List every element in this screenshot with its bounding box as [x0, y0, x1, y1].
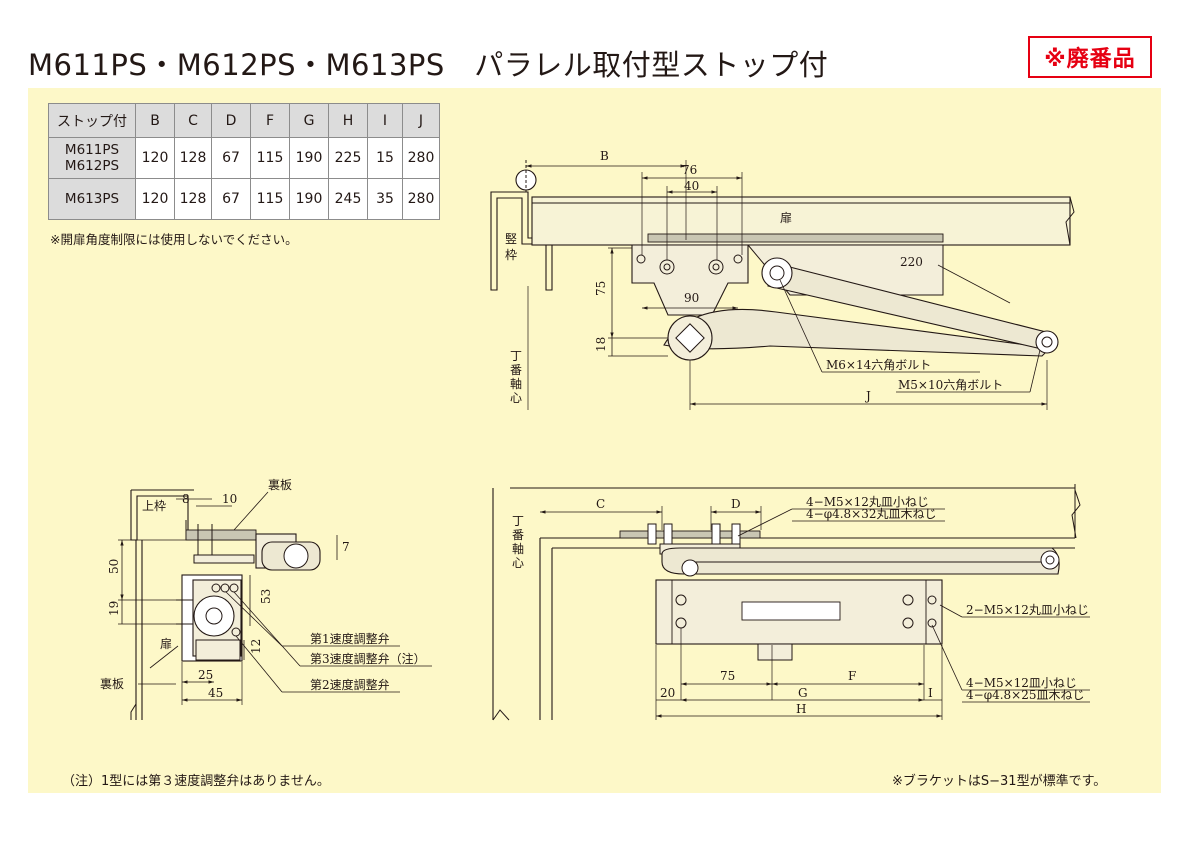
- dim-220-label: 220: [900, 255, 923, 269]
- back-plate-hatch: [185, 529, 257, 541]
- table-cell: 115: [250, 137, 290, 179]
- table-row: M613PS 120 128 67 115 190 245 35 280: [48, 178, 440, 220]
- side-view: [118, 489, 432, 720]
- table-cell: 225: [328, 137, 368, 179]
- dim-76-label: 76: [682, 163, 697, 177]
- screw1-label: 4−M5×12丸皿小ねじ: [806, 495, 929, 509]
- back-plate-top-label: 裏板: [268, 477, 292, 492]
- hinge-axis-front-2: 番: [512, 528, 524, 542]
- table-cell: 115: [250, 178, 290, 220]
- dim-75-front-label: 75: [720, 669, 735, 683]
- dim-90-label: 90: [684, 291, 699, 305]
- dim-8-label: 8: [182, 492, 190, 506]
- hinge-axis-4: 心: [510, 391, 522, 405]
- dim-7-label: 7: [342, 540, 350, 554]
- model-name: M612PS: [64, 158, 120, 174]
- page-title: M611PS・M612PS・M613PS パラレル取付型ストップ付: [28, 48, 829, 82]
- table-header-model: ストップ付: [48, 103, 136, 138]
- dim-h-label: H: [796, 702, 806, 716]
- hinge-axis-front-4: 心: [512, 556, 524, 570]
- table-cell-model: M613PS: [48, 178, 136, 220]
- dim-d-label: D: [731, 497, 741, 511]
- valve2-label: 第2速度調整弁: [310, 677, 390, 692]
- frame-label-2: 枠: [505, 248, 517, 262]
- open-angle-note: ※開扉角度制限には使用しないでください。: [50, 232, 298, 247]
- table-cell: 128: [174, 178, 212, 220]
- front-view: [492, 484, 1090, 721]
- valve3-label: 第3速度調整弁（注）: [310, 651, 426, 666]
- table-header-row: ストップ付 B C D F G H I J: [48, 103, 440, 138]
- table-header-j: J: [402, 103, 440, 138]
- valve1-label: 第1速度調整弁: [310, 631, 390, 646]
- bolt-m6-label: M6×14六角ボルト: [826, 358, 931, 372]
- screw3-label: 2−M5×12丸皿小ねじ: [966, 603, 1089, 617]
- dim-12-label: 12: [249, 639, 263, 654]
- back-plate-label: 裏板: [100, 676, 124, 691]
- table-cell: 120: [135, 178, 175, 220]
- dim-g-label: G: [798, 686, 808, 700]
- table-header-d: D: [211, 103, 251, 138]
- dim-b-label: B: [600, 149, 609, 163]
- top-view-labels: B 76 40 扉 220 竪 枠 75 90 18 丁 番 軸 心 M6×14…: [505, 149, 1003, 405]
- table-cell: 245: [328, 178, 368, 220]
- footnote: （注）1型には第３速度調整弁はありません。: [62, 774, 330, 789]
- dim-53-label: 53: [259, 589, 273, 604]
- model-name: M611PS: [64, 142, 120, 158]
- screw2-label: 4−φ4.8×32丸皿木ねじ: [806, 507, 937, 521]
- dim-19-label: 19: [107, 601, 121, 616]
- door-label: 扉: [780, 211, 792, 225]
- model-name: M613PS: [64, 191, 120, 207]
- table-cell: 280: [402, 178, 440, 220]
- table-cell: 190: [289, 178, 329, 220]
- hinge-axis-2: 番: [510, 363, 522, 377]
- dim-f-label: F: [848, 669, 856, 683]
- hinge-axis-front-1: 丁: [512, 514, 524, 528]
- table-cell: 67: [211, 137, 251, 179]
- dimension-table: ストップ付 B C D F G H I J M611PS M612PS 120 …: [48, 103, 440, 220]
- dim-45-label: 45: [208, 686, 223, 700]
- table-cell: 67: [211, 178, 251, 220]
- table-header-i: I: [367, 103, 403, 138]
- dim-40-label: 40: [684, 179, 699, 193]
- table-cell: 15: [367, 137, 403, 179]
- hinge-axis-3: 軸: [510, 377, 522, 391]
- dim-75-label: 75: [594, 281, 608, 296]
- bolt-m5-label: M5×10六角ボルト: [898, 378, 1003, 392]
- top-frame-label: 上枠: [142, 499, 166, 513]
- dim-j-label: J: [864, 389, 871, 403]
- table-cell: 35: [367, 178, 403, 220]
- hinge-axis-front-3: 軸: [512, 542, 524, 556]
- frame-label-1: 竪: [505, 232, 517, 246]
- dim-i-label: I: [928, 686, 933, 700]
- front-view-labels: 丁 番 軸 心 C D 4−M5×12丸皿小ねじ 4−φ4.8×32丸皿木ねじ …: [512, 495, 1089, 716]
- table-header-g: G: [289, 103, 329, 138]
- dim-25-label: 25: [198, 668, 213, 682]
- top-view: [490, 160, 1075, 410]
- discontinued-badge: ※廃番品: [1028, 36, 1152, 78]
- front-arm: [661, 547, 1060, 575]
- dim-50-label: 50: [107, 559, 121, 574]
- bracket-note: ※ブラケットはS−31型が標準です。: [892, 774, 1107, 789]
- table-header-f: F: [250, 103, 290, 138]
- table-header-c: C: [174, 103, 212, 138]
- screw4-label: 4−M5×12皿小ねじ: [966, 676, 1077, 690]
- table-cell: 128: [174, 137, 212, 179]
- dim-20-label: 20: [660, 686, 675, 700]
- dim-c-label: C: [596, 497, 605, 511]
- table-cell: 280: [402, 137, 440, 179]
- dim-18-label: 18: [594, 337, 608, 352]
- screw5-label: 4−φ4.8×25皿木ねじ: [966, 688, 1085, 702]
- hinge-axis-1: 丁: [510, 349, 522, 363]
- dim-10-label: 10: [222, 492, 237, 506]
- door-label-side: 扉: [160, 637, 172, 651]
- side-view-labels: 上枠 8 10 裏板 7 50 19 53 12 扉 裏板 25 45 第1速度…: [100, 477, 426, 700]
